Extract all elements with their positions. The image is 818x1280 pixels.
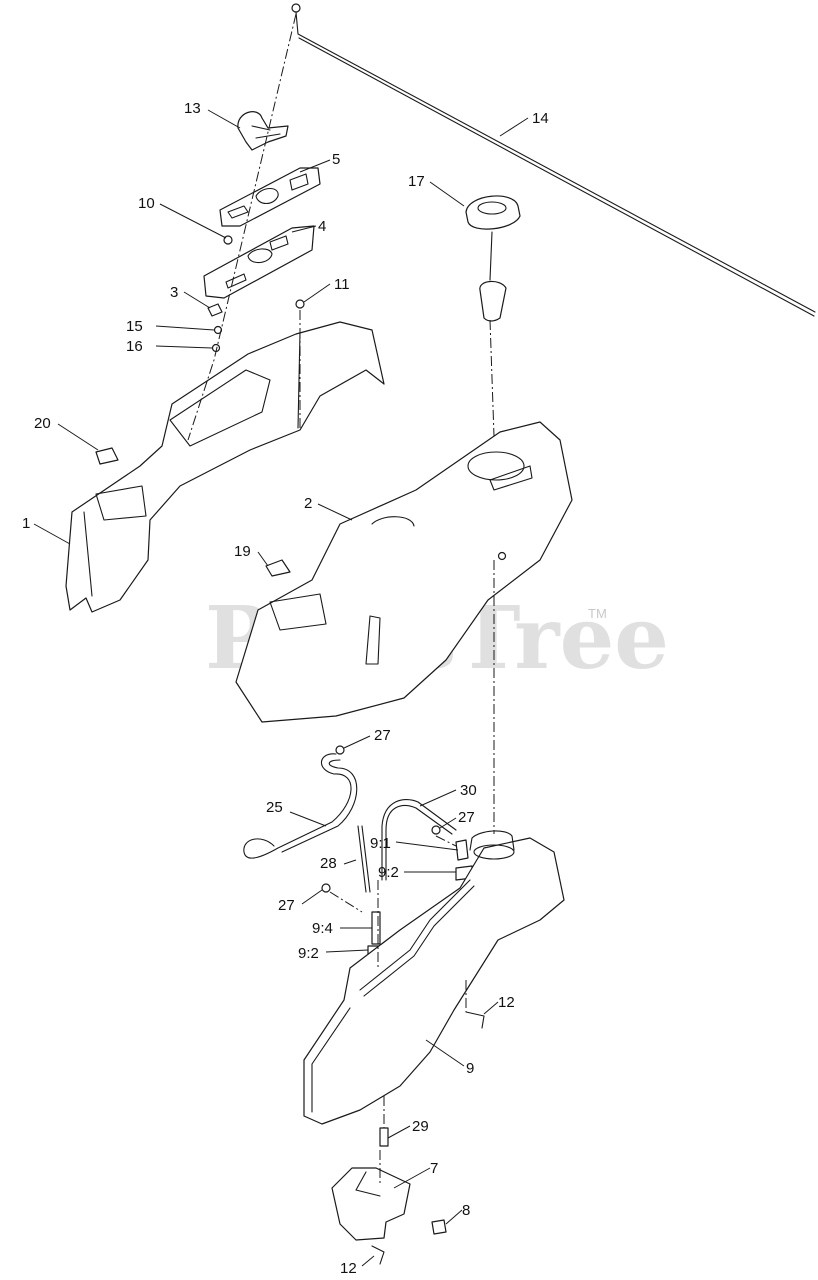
callout-5[interactable]: 5	[332, 151, 340, 168]
callout-11[interactable]: 11	[334, 276, 350, 293]
callout-25[interactable]: 25	[266, 799, 283, 816]
callout-29[interactable]: 29	[412, 1118, 429, 1135]
callout-9-2-upper[interactable]: 9:2	[378, 864, 399, 881]
callout-9[interactable]: 9	[466, 1060, 474, 1077]
assembly-lines	[187, 13, 495, 1186]
callout-4[interactable]: 4	[318, 218, 326, 235]
callout-17[interactable]: 17	[408, 173, 425, 190]
callout-2[interactable]: 2	[304, 495, 312, 512]
part-2-hood[interactable]	[235, 421, 573, 723]
part-8-bolt[interactable]	[431, 1219, 447, 1235]
part-30-vent-tube[interactable]	[381, 799, 457, 881]
callout-30[interactable]: 30	[460, 782, 477, 799]
part-12-clip-upper[interactable]	[465, 1011, 485, 1029]
callout-9-4[interactable]: 9:4	[312, 920, 333, 937]
callout-13[interactable]: 13	[184, 100, 201, 117]
part-14-rod[interactable]	[291, 3, 816, 317]
part-19-pad[interactable]	[265, 559, 291, 577]
fitting-27-upper[interactable]	[335, 745, 345, 755]
callout-8[interactable]: 8	[462, 1202, 470, 1219]
part-13-lever[interactable]	[237, 111, 289, 151]
callout-9-2-lower[interactable]: 9:2	[298, 945, 319, 962]
callout-9-1[interactable]: 9:1	[370, 835, 391, 852]
fitting-27-right[interactable]	[431, 825, 441, 835]
callout-27-left[interactable]: 27	[278, 897, 295, 914]
part-17-fuel-cap[interactable]	[465, 195, 521, 322]
watermark-trademark: TM	[588, 606, 607, 621]
callout-12-upper[interactable]: 12	[498, 994, 515, 1011]
callout-20[interactable]: 20	[34, 415, 51, 432]
leader-lines	[33, 109, 529, 1267]
callout-12-lower[interactable]: 12	[340, 1260, 357, 1277]
callout-28[interactable]: 28	[320, 855, 337, 872]
callout-1[interactable]: 1	[22, 515, 30, 532]
callout-27-right[interactable]: 27	[458, 809, 475, 826]
part-5-plate[interactable]	[219, 167, 321, 227]
part-1-console-housing[interactable]	[65, 321, 385, 613]
callout-27-upper[interactable]: 27	[374, 727, 391, 744]
callout-14[interactable]: 14	[532, 110, 549, 127]
part-20-pad[interactable]	[95, 447, 119, 465]
part-28-strap[interactable]	[357, 825, 371, 893]
fastener-11[interactable]	[295, 299, 305, 309]
callout-7[interactable]: 7	[430, 1160, 438, 1177]
fitting-9-4[interactable]	[371, 911, 381, 945]
part-29-fitting[interactable]	[379, 1127, 389, 1147]
part-9-fuel-tank[interactable]	[303, 830, 565, 1125]
callout-15[interactable]: 15	[126, 318, 143, 335]
fitting-27-left[interactable]	[321, 883, 331, 893]
callout-16[interactable]: 16	[126, 338, 143, 355]
callout-10[interactable]: 10	[138, 195, 155, 212]
fitting-9-1[interactable]	[455, 839, 469, 861]
part-4-plate[interactable]	[203, 225, 315, 299]
part-12-clip-lower[interactable]	[371, 1245, 385, 1265]
part-7-bracket[interactable]	[331, 1167, 411, 1241]
callout-3[interactable]: 3	[170, 284, 178, 301]
callout-labels: 14 13 5 17 10 4 3 11 15 16 20 1 2 19 27 …	[22, 100, 549, 1277]
part-25-hose[interactable]	[243, 753, 358, 859]
fastener-3[interactable]	[207, 303, 223, 317]
callout-19[interactable]: 19	[234, 543, 251, 560]
